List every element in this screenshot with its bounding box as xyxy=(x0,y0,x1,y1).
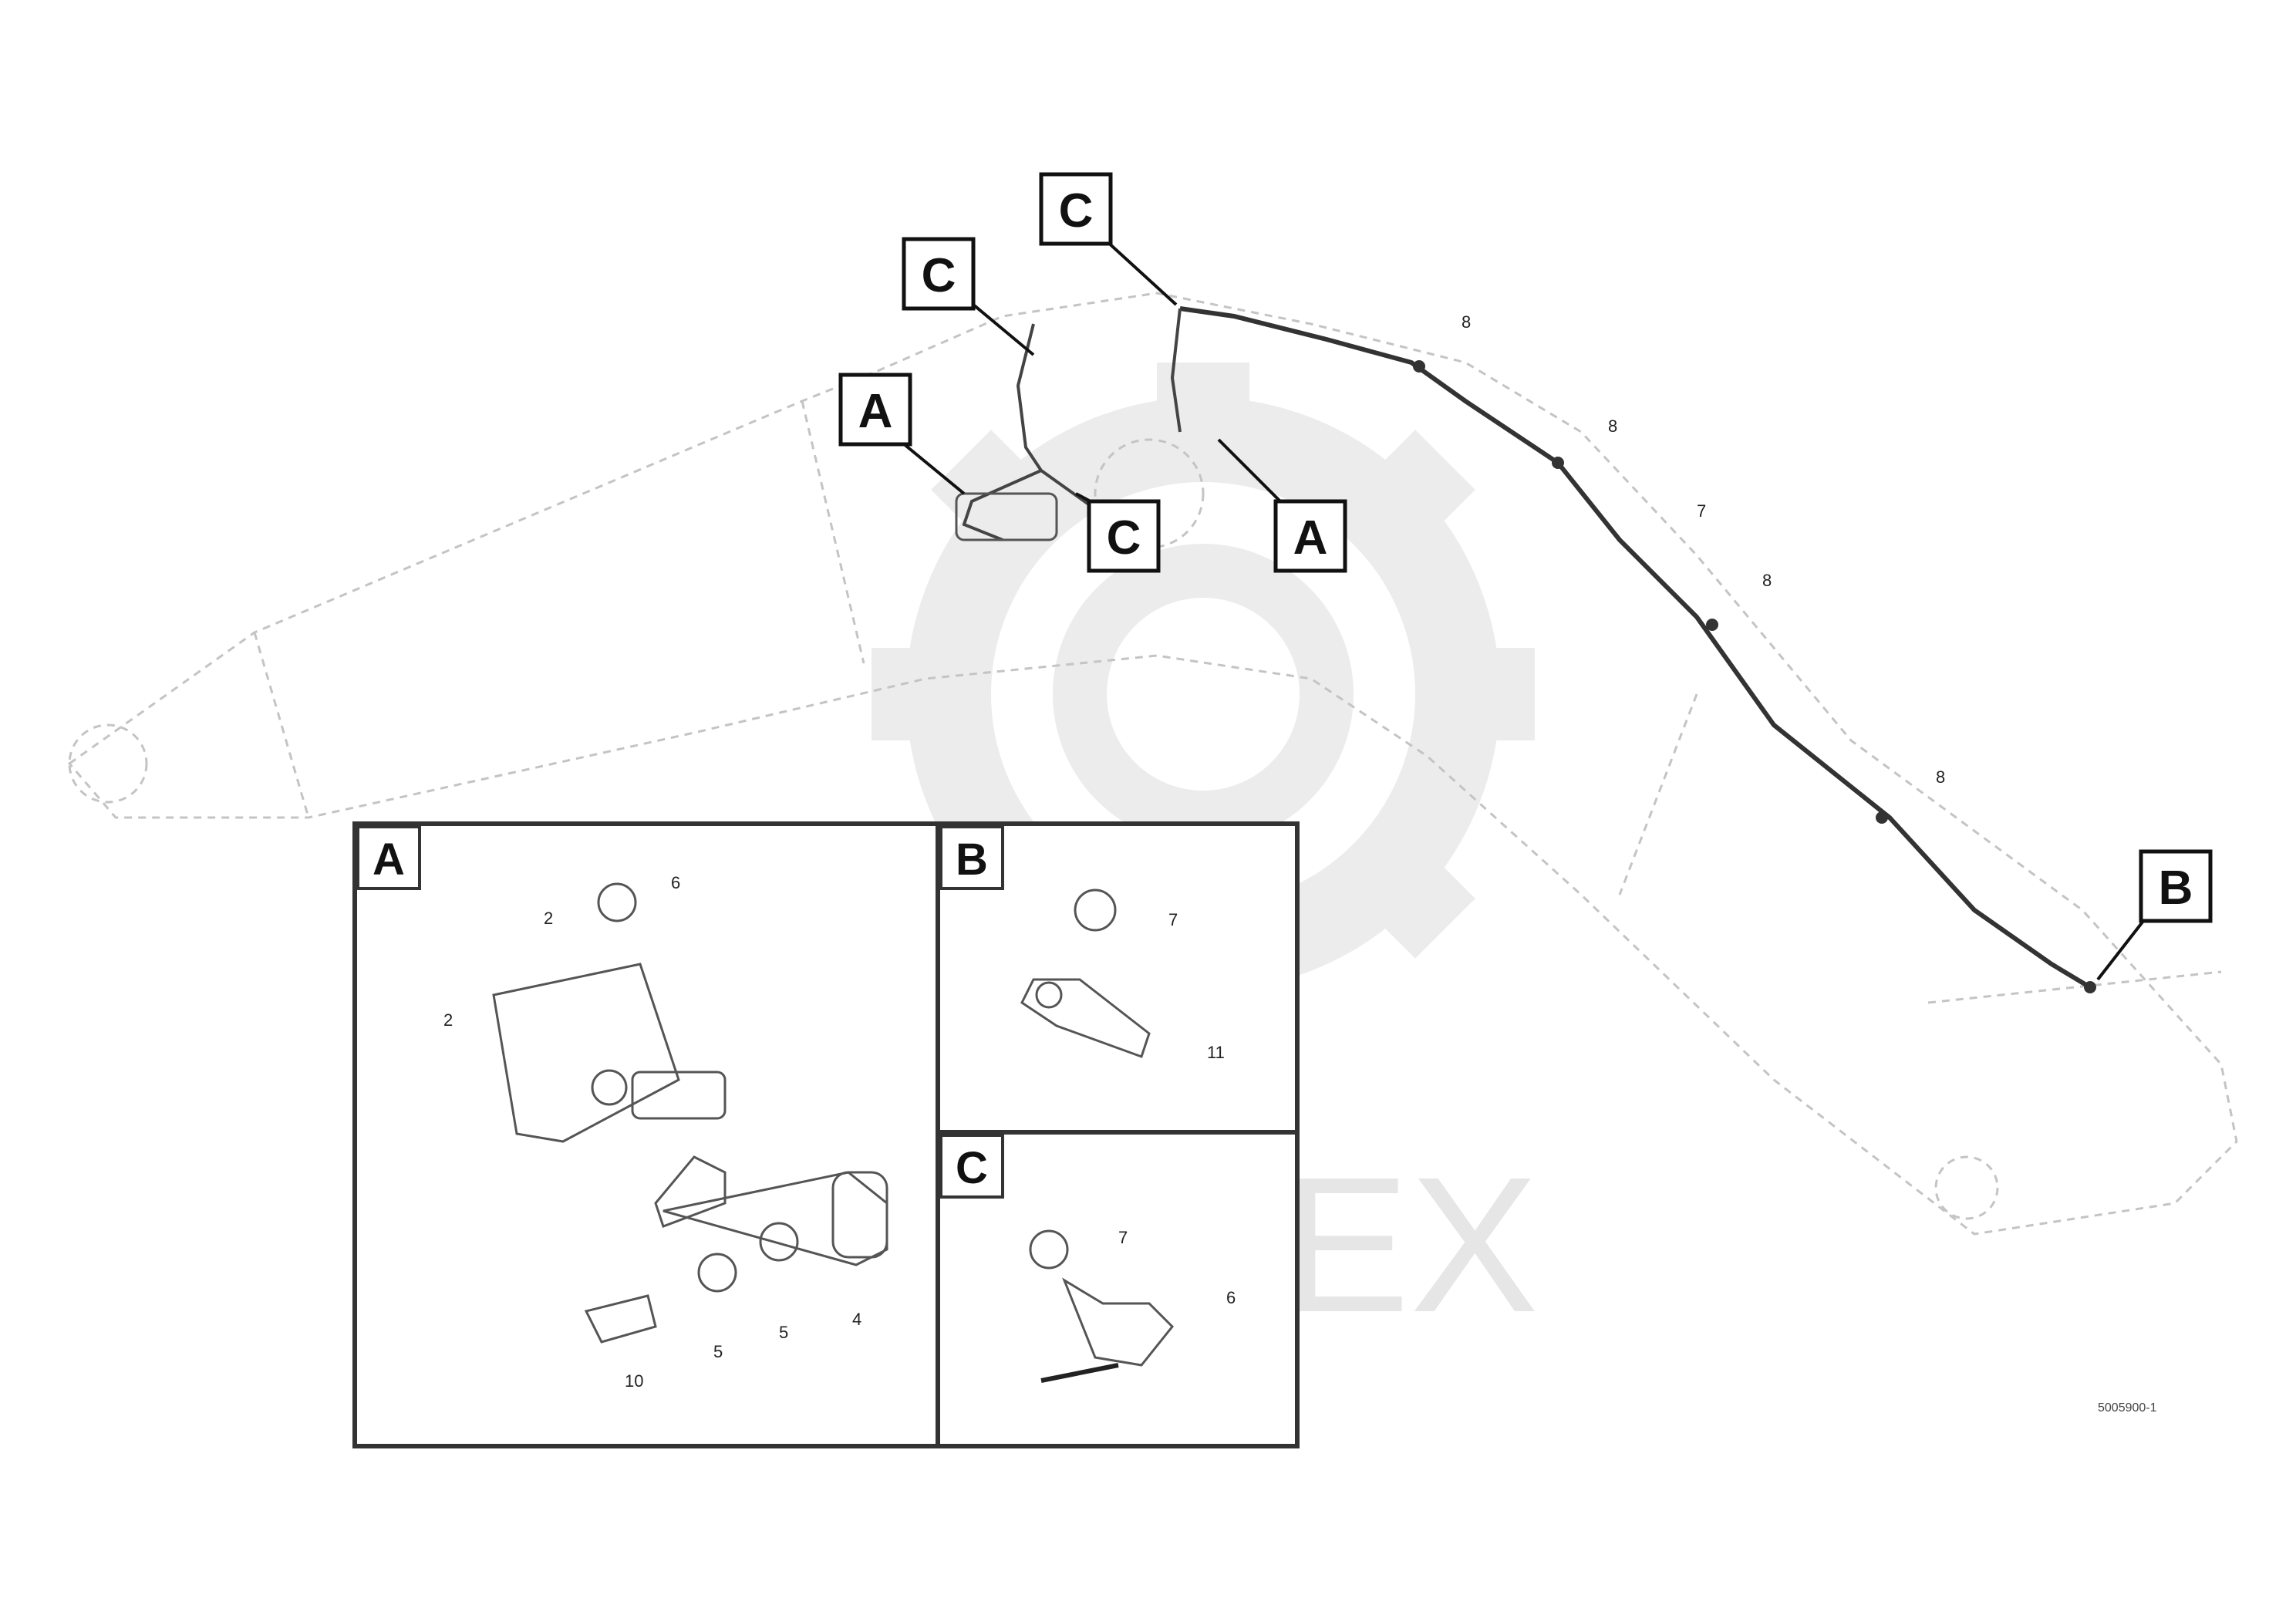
part-number: 2 xyxy=(544,909,553,928)
part-number: 6 xyxy=(1226,1288,1236,1307)
hose-line xyxy=(1179,306,2096,993)
drawing-reference: 5005900-1 xyxy=(2098,1401,2157,1415)
callout-a-left: A xyxy=(838,373,912,447)
hose-clamp-labels: 8 8 7 8 8 xyxy=(1462,312,1945,787)
boom-outline xyxy=(67,292,2238,1236)
inset-a: A 6 2 2 4 5 5 10 xyxy=(356,825,888,1391)
part-number: 7 xyxy=(1118,1228,1128,1247)
part-number: 7 xyxy=(1697,501,1706,521)
svg-text:A: A xyxy=(858,385,893,438)
detail-panel xyxy=(352,821,1300,1448)
inset-c: C 7 6 xyxy=(939,1134,1236,1383)
part-number: 8 xyxy=(1762,571,1772,590)
inset-b-label: B xyxy=(956,835,988,885)
callout-c-bottom: C xyxy=(1087,499,1161,573)
part-number: 4 xyxy=(852,1310,861,1329)
svg-text:B: B xyxy=(2159,862,2193,915)
callout-b: B xyxy=(2139,849,2213,923)
part-number: 2 xyxy=(443,1010,453,1030)
svg-text:C: C xyxy=(1107,511,1141,565)
part-number: 5 xyxy=(713,1342,723,1361)
part-number: 11 xyxy=(1207,1043,1225,1062)
part-number: 5 xyxy=(779,1323,788,1342)
inset-b: B 7 11 xyxy=(939,825,1225,1062)
callout-a-right: A xyxy=(1273,499,1347,573)
part-number: 6 xyxy=(671,873,680,892)
hose-loop xyxy=(955,308,1182,541)
part-number: 8 xyxy=(1608,416,1617,436)
svg-text:C: C xyxy=(922,249,956,302)
part-number: 10 xyxy=(625,1371,643,1391)
inset-a-label: A xyxy=(373,835,405,885)
part-number: 8 xyxy=(1462,312,1471,332)
callout-c-top: C xyxy=(1039,172,1113,246)
callout-c-left: C xyxy=(902,237,976,311)
part-number: 7 xyxy=(1168,910,1178,929)
part-number: 8 xyxy=(1936,767,1945,787)
inset-c-label: C xyxy=(956,1143,988,1193)
svg-text:A: A xyxy=(1293,511,1328,565)
svg-text:C: C xyxy=(1059,184,1094,238)
